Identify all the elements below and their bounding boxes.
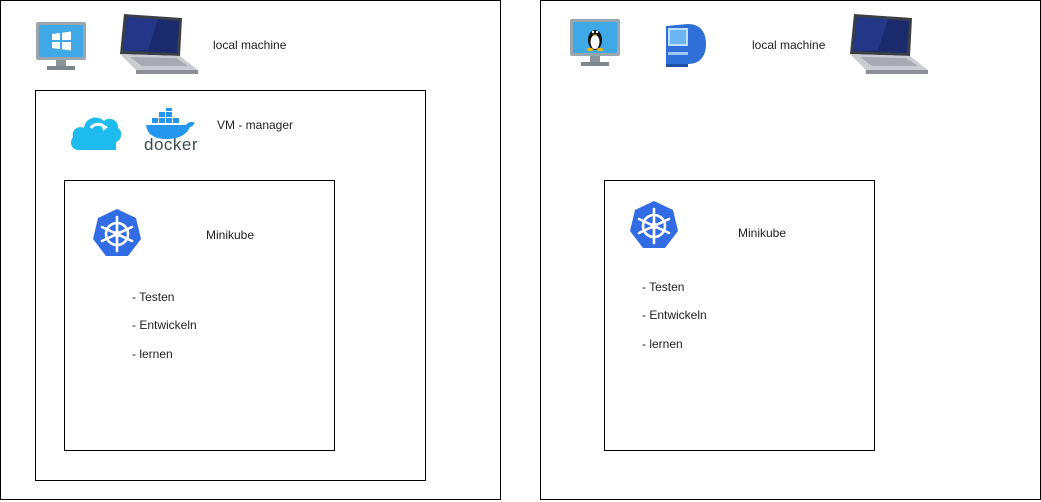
right-use-testen: - Testen [642,280,685,294]
laptop-icon [118,12,200,78]
docker-whale-icon [142,108,198,154]
cloud-sync-icon [69,106,123,152]
right-host-label: local machine [752,38,826,52]
left-minikube-label: Minikube [206,228,255,242]
laptop-icon [848,12,930,78]
left-use-entwickeln: - Entwickeln [132,318,197,332]
left-use-testen: - Testen [132,290,175,304]
kubernetes-icon [92,208,142,258]
kubernetes-icon [629,200,679,250]
left-host-label: local machine [213,38,287,52]
right-minikube-label: Minikube [738,226,787,240]
mac-computer-icon [662,22,708,68]
linux-monitor-icon [570,19,620,67]
docker-wordmark: docker [144,135,199,154]
left-use-lernen: - lernen [132,347,173,361]
right-use-entwickeln: - Entwickeln [642,308,707,322]
right-use-lernen: - lernen [642,337,683,351]
windows-monitor-icon [36,22,86,72]
left-vm-label: VM - manager [217,118,294,132]
